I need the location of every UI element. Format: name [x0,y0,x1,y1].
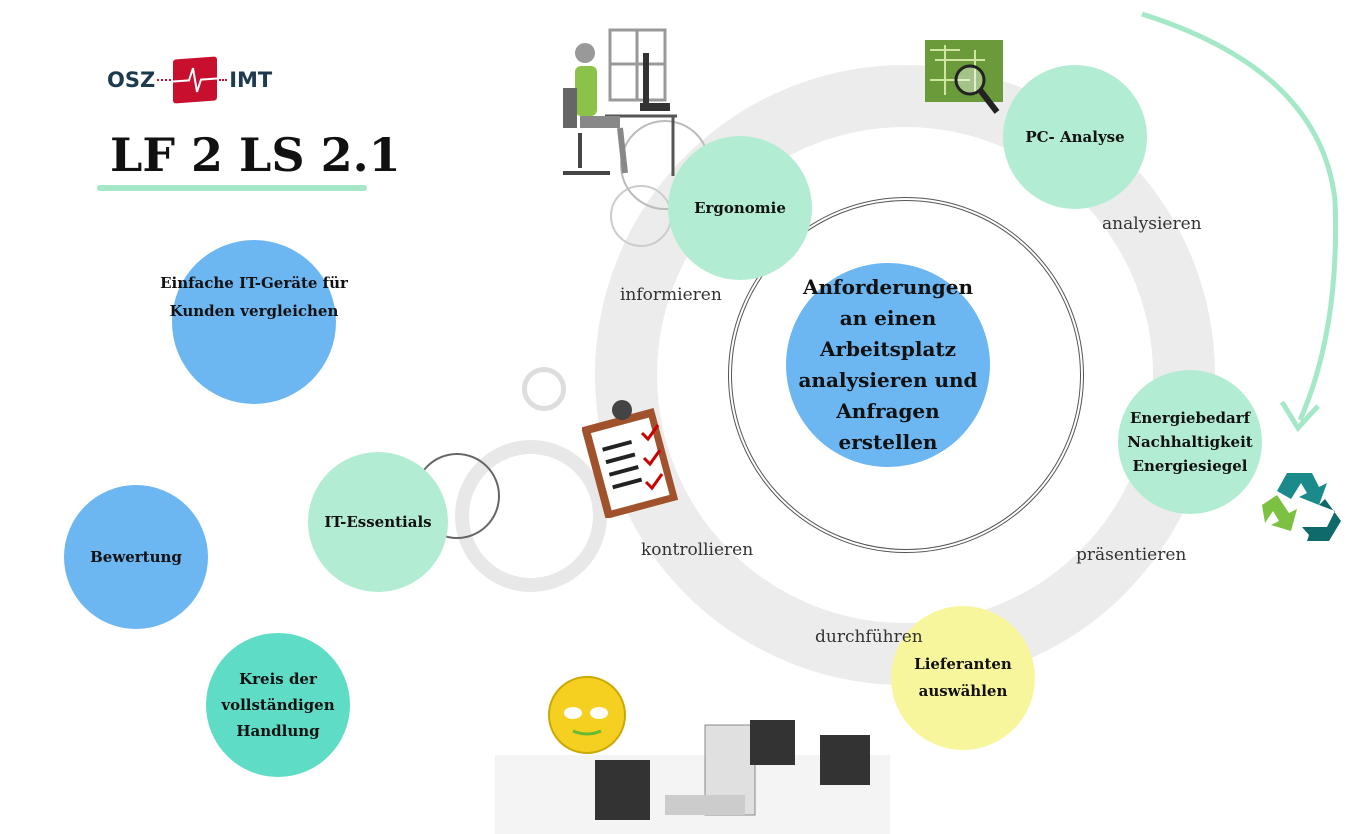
node-label: PC- Analyse [1025,127,1125,146]
small-ring [522,367,566,411]
logo-text-right: IMT [229,68,273,92]
inner-ring [728,197,1084,553]
center-topic-label: Anforderungen an einen Arbeitsplatz anal… [798,275,978,454]
node-pc-analyse[interactable]: PC- Analyse [1003,65,1147,209]
node-lieferanten[interactable]: Lieferanten auswählen [891,606,1035,750]
node-label: auswählen [918,682,1008,700]
title-underline [97,185,367,191]
logo-text-left: OSZ [107,68,156,92]
page-title: LF 2 LS 2.1 [110,128,401,182]
step-kontrollieren: kontrollieren [641,540,754,560]
clipboard-checklist-icon [582,400,679,518]
node-label: Ergonomie [694,198,786,217]
node-label: Lieferanten [914,655,1012,673]
node-ergonomie[interactable]: Ergonomie [668,136,812,280]
osz-imt-logo: OSZ IMT [107,56,273,104]
chip-magnifier-illustration [925,40,1003,114]
emoji-computers-illustration [495,676,890,834]
node-label: Bewertung [90,547,182,566]
node-einfache-it-geraete[interactable]: Einfache IT-Geräte für Kunden vergleiche… [160,240,348,404]
node-it-essentials[interactable]: IT-Essentials [308,452,448,592]
node-label: IT-Essentials [324,512,432,531]
node-label: Einfache IT-Geräte für [160,274,348,292]
step-analysieren: analysieren [1102,214,1202,234]
step-praesentieren: präsentieren [1076,545,1187,565]
recycle-icon [1262,473,1341,541]
node-label: Energiebedarf [1129,409,1251,427]
curved-arrow-icon [1141,11,1339,433]
node-bewertung[interactable]: Bewertung [64,485,208,629]
node-label: Energiesiegel [1132,457,1248,475]
node-label: Nachhaltigkeit [1127,433,1253,451]
node-energie[interactable]: Energiebedarf Nachhaltigkeit Energiesieg… [1118,370,1262,514]
center-topic[interactable]: Anforderungen an einen Arbeitsplatz anal… [786,263,990,467]
node-kreis-handlung[interactable]: Kreis der vollständigen Handlung [206,633,350,777]
step-informieren: informieren [620,285,722,305]
node-label: Handlung [236,722,320,741]
node-label: Kreis der [239,669,317,688]
ergonomics-illustration [563,28,677,176]
node-label: vollständigen [221,695,335,714]
logo-pulse-icon [173,56,218,104]
node-label: Kunden vergleichen [169,301,339,320]
step-durchfuehren: durchführen [815,627,923,647]
